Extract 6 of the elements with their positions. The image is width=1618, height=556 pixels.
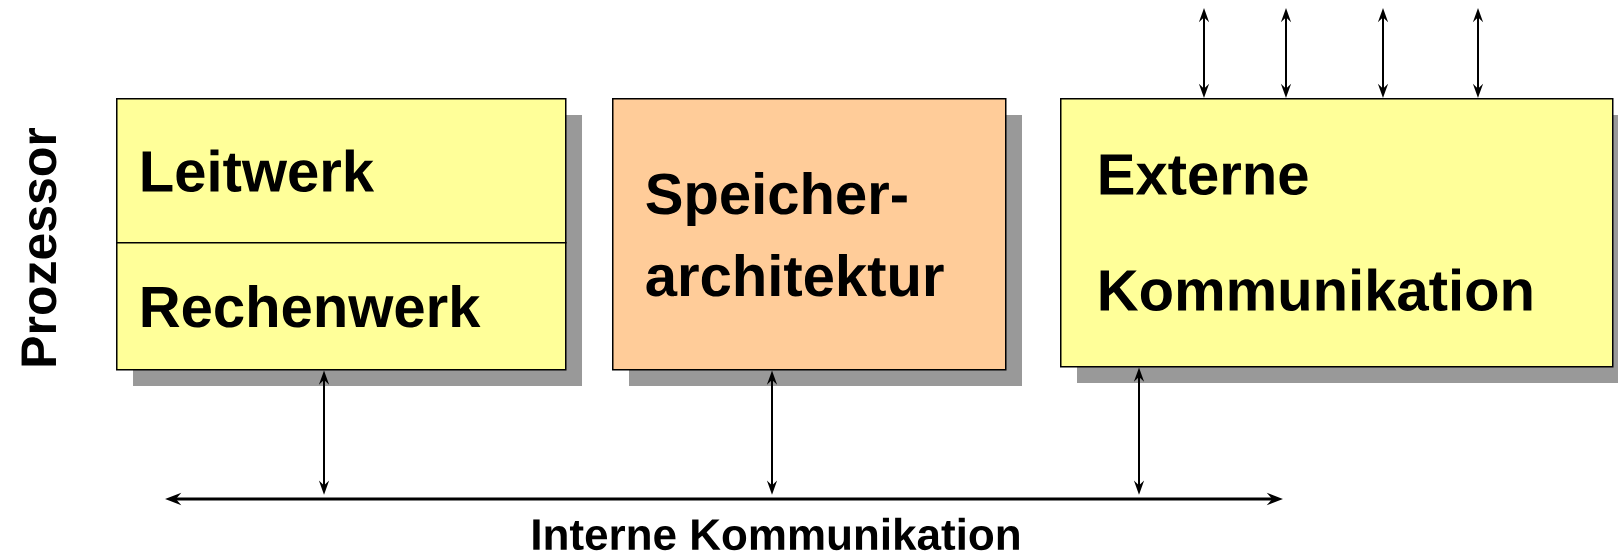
text-box: Leitwerk <box>116 98 567 244</box>
text-box: Speicher- architektur <box>612 98 1007 371</box>
rotated-label: Prozessor <box>21 127 57 366</box>
bus-label: Interne Kommunikation <box>533 517 1019 551</box>
text-box: Rechenwerk <box>116 242 567 371</box>
text-box: Externe Kommunikation <box>1060 98 1614 368</box>
